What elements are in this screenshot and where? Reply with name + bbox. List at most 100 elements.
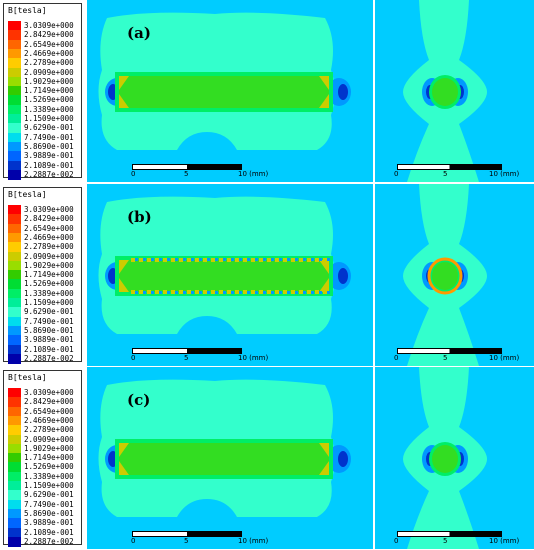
legend-item: 9.6290e-001 [8, 490, 80, 501]
legend-item: 1.3389e+000 [8, 288, 80, 299]
scale-bar-white [133, 165, 187, 169]
segment-hotspot [171, 258, 175, 262]
legend-swatch [8, 39, 21, 50]
magnet-corner-hot [319, 461, 329, 475]
segment-gap [191, 291, 194, 294]
legend-swatch [8, 406, 21, 417]
segment-hotspot [131, 258, 135, 262]
segment-gap [223, 258, 226, 261]
legend-swatch [8, 434, 21, 445]
segment-gap [255, 291, 258, 294]
legend-item: 7.7490e-001 [8, 132, 80, 143]
panel-label: (a) [127, 24, 151, 42]
legend-value: 2.1089e-001 [24, 527, 74, 537]
segment-hotspot [211, 258, 215, 262]
legend-item: 2.1089e-001 [8, 160, 80, 171]
legend-item: 2.1089e-001 [8, 344, 80, 355]
magnet-corner-hot [119, 94, 129, 108]
legend-item: 1.7149e+000 [8, 270, 80, 281]
segment-hotspot [243, 258, 247, 262]
segment-gap [231, 291, 234, 294]
segment-gap [151, 291, 154, 294]
legend-swatch [8, 67, 21, 78]
scale-tick-right: 10 (mm) [238, 354, 269, 362]
legend-item: 2.4669e+000 [8, 232, 80, 243]
legend-swatch [8, 123, 21, 134]
segment-hotspot [203, 290, 207, 294]
panel-label: (b) [127, 208, 152, 226]
segment-hotspot [291, 258, 295, 262]
legend-swatch [8, 48, 21, 59]
segment-hotspot [291, 290, 295, 294]
segment-hotspot [219, 290, 223, 294]
legend-swatch [8, 205, 21, 215]
left-magnet-body [119, 443, 329, 475]
legend-item: 9.6290e-001 [8, 123, 80, 134]
legend-value: 2.6549e+000 [24, 406, 74, 416]
scale-tick-right: 10 (mm) [238, 170, 269, 178]
left-magnet-body [119, 260, 329, 292]
segment-gap [239, 291, 242, 294]
segment-hotspot [251, 290, 255, 294]
scale-bar-white [398, 165, 450, 169]
magnet-corner-hot [319, 443, 329, 457]
legend-item: 2.0909e+000 [8, 251, 80, 262]
legend-swatch [8, 58, 21, 69]
legend-item: 1.5269e+000 [8, 462, 80, 473]
right-end-flux-core [338, 268, 348, 284]
magnetic-field-plot: (c) 0 5 10 (mm) 0 5 10 (mm) [87, 367, 534, 549]
legend-item: 3.9889e-001 [8, 335, 80, 346]
legend-item: 2.2887e-002 [8, 169, 80, 180]
segment-gap [271, 258, 274, 261]
scale-bar-white [133, 532, 187, 536]
segment-gap [183, 258, 186, 261]
legend-item: 2.8429e+000 [8, 214, 80, 225]
magnet-corner-hot [119, 443, 129, 457]
legend-swatch [8, 335, 21, 346]
segment-gap [247, 291, 250, 294]
legend-swatch [8, 453, 21, 464]
legend-swatch [8, 21, 21, 31]
legend-title: B[tesla] [8, 190, 47, 199]
segment-hotspot [195, 290, 199, 294]
segment-gap [175, 258, 178, 261]
legend-item: 1.3389e+000 [8, 104, 80, 115]
segment-hotspot [155, 258, 159, 262]
segment-hotspot [219, 258, 223, 262]
segment-hotspot [131, 290, 135, 294]
legend-value: 9.6290e-001 [24, 490, 74, 500]
legend-item: 2.2887e-002 [8, 536, 80, 547]
legend-swatch [8, 344, 21, 355]
legend-swatch [8, 141, 21, 152]
scale-tick-left: 0 [131, 354, 136, 362]
segment-gap [247, 258, 250, 261]
legend-item: 2.0909e+000 [8, 434, 80, 445]
legend-item: 1.7149e+000 [8, 453, 80, 464]
segment-hotspot [171, 290, 175, 294]
legend-swatch [8, 325, 21, 336]
legend-item: 2.8429e+000 [8, 397, 80, 408]
legend-item: 1.1509e+000 [8, 114, 80, 124]
legend-swatch [8, 481, 21, 491]
legend-value: 2.1089e-001 [24, 344, 74, 354]
legend-item: 1.1509e+000 [8, 298, 80, 308]
scale-tick-mid: 5 [184, 537, 189, 545]
legend-swatch [8, 270, 21, 281]
segment-hotspot [267, 290, 271, 294]
segment-gap [327, 291, 330, 294]
legend-value: 1.3389e+000 [24, 471, 74, 481]
legend-value: 2.6549e+000 [24, 39, 74, 49]
legend-swatch [8, 443, 21, 454]
scale-tick-mid: 5 [184, 170, 189, 178]
right-end-flux-core [338, 84, 348, 100]
segment-hotspot [227, 290, 231, 294]
segment-gap [215, 291, 218, 294]
segment-gap [167, 258, 170, 261]
legend-value: 1.7149e+000 [24, 453, 74, 463]
legend-value: 3.9889e-001 [24, 518, 74, 528]
legend-swatch [8, 251, 21, 262]
legend-value: 1.1509e+000 [24, 298, 74, 307]
legend-item: 1.5269e+000 [8, 279, 80, 290]
